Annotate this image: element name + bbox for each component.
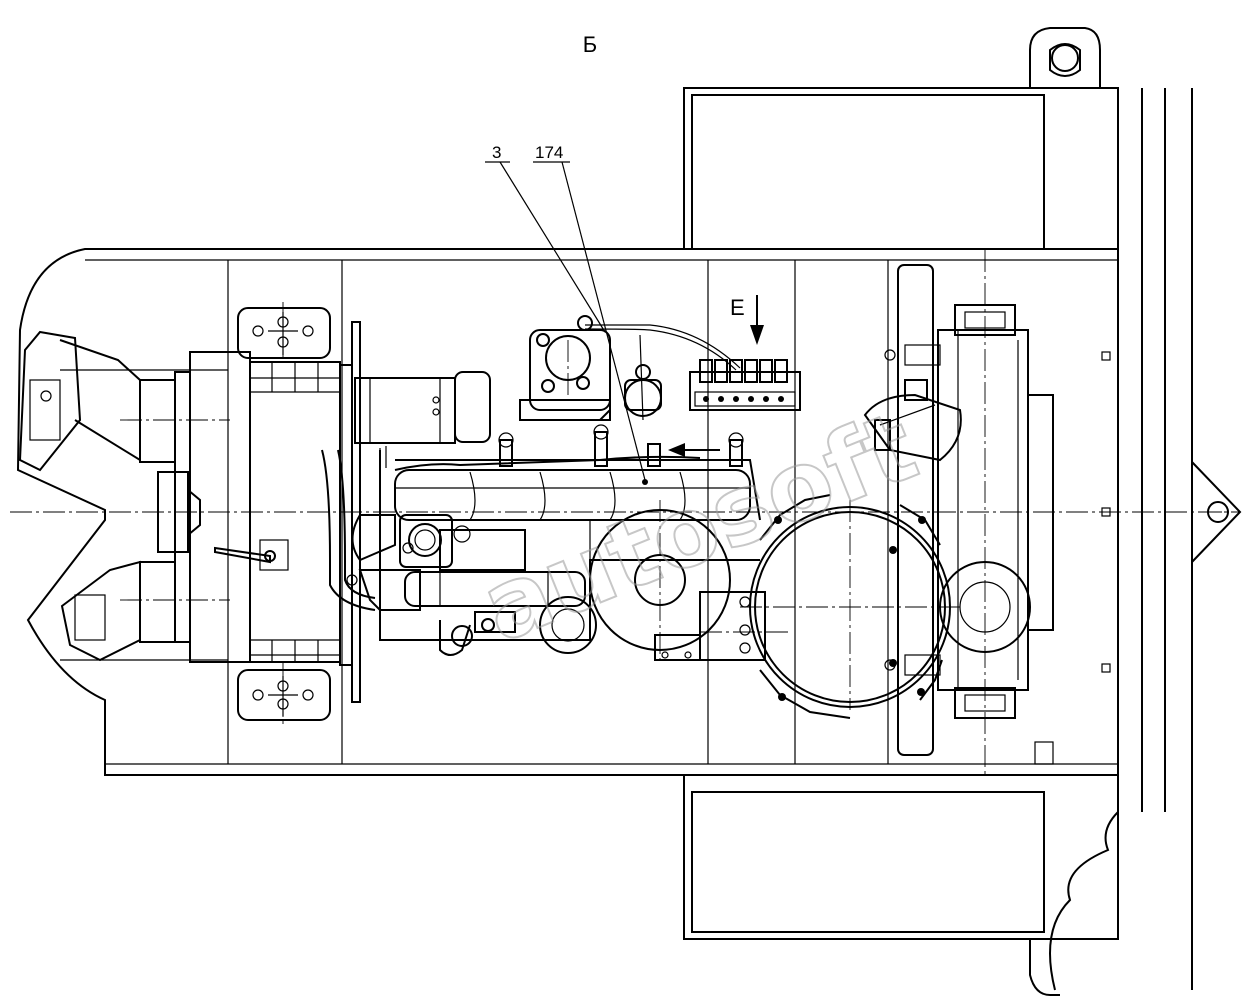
engine-block <box>379 424 761 641</box>
right-end-beam <box>1029 27 1242 991</box>
fuel-filter <box>624 334 662 421</box>
crank-pulley <box>589 509 766 661</box>
callout-3-label: 3 <box>492 143 501 162</box>
lower-pipes <box>321 449 597 656</box>
wiring-harness <box>379 324 741 471</box>
hydraulic-pump-upper <box>18 330 141 472</box>
radiator <box>884 264 1054 765</box>
left-lower-lug <box>1029 939 1060 996</box>
top-fender <box>683 87 1119 250</box>
mount-plate-top <box>237 307 331 359</box>
flow-arrow-head <box>668 443 685 457</box>
relay-block <box>689 359 801 411</box>
starter-motor <box>354 371 491 444</box>
hydraulic-pump-lower <box>60 560 141 662</box>
callout-174: 174 <box>533 143 648 485</box>
bottom-fender <box>683 774 1119 940</box>
intake-hose <box>863 379 962 462</box>
view-arrow-label: Е <box>730 295 745 320</box>
exhaust-manifold <box>351 514 591 611</box>
callout-3: 3 <box>485 143 606 333</box>
callout-174-label: 174 <box>535 143 563 162</box>
alternator <box>519 315 611 421</box>
mount-plate-bottom <box>237 669 331 721</box>
view-title: Б <box>583 32 597 57</box>
center-lines <box>10 250 1240 775</box>
view-arrow-e: Е <box>730 295 764 345</box>
